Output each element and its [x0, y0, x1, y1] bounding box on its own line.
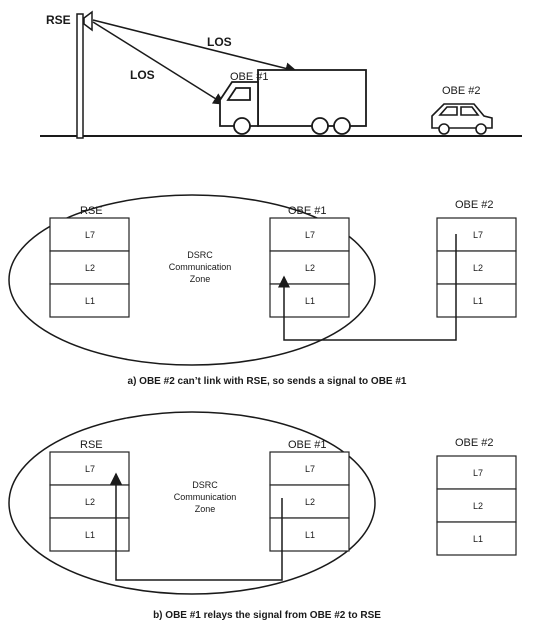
obe2-l7-label: L7 — [473, 230, 483, 240]
obe1-stack-title: OBE #1 — [288, 439, 327, 451]
obe1-l7-label: L7 — [305, 230, 315, 240]
obe1-l2-label: L2 — [305, 263, 315, 273]
zone-text-line2: Communication — [169, 262, 232, 272]
car-icon — [432, 104, 492, 134]
rse-antenna-icon — [84, 12, 92, 30]
zone-text-line2: Communication — [174, 492, 237, 502]
top-scene: RSE LOS LOS OBE #1 OBE #2 — [40, 12, 522, 138]
obe1-l2-label: L2 — [305, 497, 315, 507]
obe2-l1-label: L1 — [473, 296, 483, 306]
zone-text-line1: DSRC — [192, 480, 218, 490]
zone-text-line3: Zone — [190, 274, 211, 284]
rse-l2-label: L2 — [85, 497, 95, 507]
zone-text-line1: DSRC — [187, 250, 213, 260]
obe2-label: OBE #2 — [442, 85, 481, 97]
diagram-b: RSE L7 L2 L1 DSRC Communication Zone OBE… — [9, 412, 516, 621]
rse-l7-label: L7 — [85, 464, 95, 474]
obe1-stack-title: OBE #1 — [288, 205, 327, 217]
los-line-to-cab — [93, 22, 224, 104]
rse-l2-label: L2 — [85, 263, 95, 273]
obe2-l2-label: L2 — [473, 263, 483, 273]
rse-l7-label: L7 — [85, 230, 95, 240]
rse-stack-title: RSE — [80, 205, 103, 217]
obe2-l7-label: L7 — [473, 468, 483, 478]
caption-b: b) OBE #1 relays the signal from OBE #2 … — [153, 610, 381, 621]
obe2-stack-title: OBE #2 — [455, 199, 494, 211]
rse-l1-label: L1 — [85, 296, 95, 306]
obe2-stack-title: OBE #2 — [455, 437, 494, 449]
obe1-l1-label: L1 — [305, 530, 315, 540]
rse-label: RSE — [46, 13, 71, 27]
rse-stack-title: RSE — [80, 439, 103, 451]
zone-text-line3: Zone — [195, 504, 216, 514]
obe2-l2-label: L2 — [473, 501, 483, 511]
obe1-label: OBE #1 — [230, 71, 269, 83]
obe1-l1-label: L1 — [305, 296, 315, 306]
diagram-a: RSE L7 L2 L1 DSRC Communication Zone OBE… — [9, 195, 516, 387]
obe2-l1-label: L1 — [473, 534, 483, 544]
los-label-lower: LOS — [130, 68, 155, 82]
obe1-l7-label: L7 — [305, 464, 315, 474]
los-label-upper: LOS — [207, 35, 232, 49]
los-line-to-trailer — [93, 20, 296, 71]
rse-pole — [77, 14, 83, 138]
caption-a: a) OBE #2 can’t link with RSE, so sends … — [128, 376, 407, 387]
rse-l1-label: L1 — [85, 530, 95, 540]
